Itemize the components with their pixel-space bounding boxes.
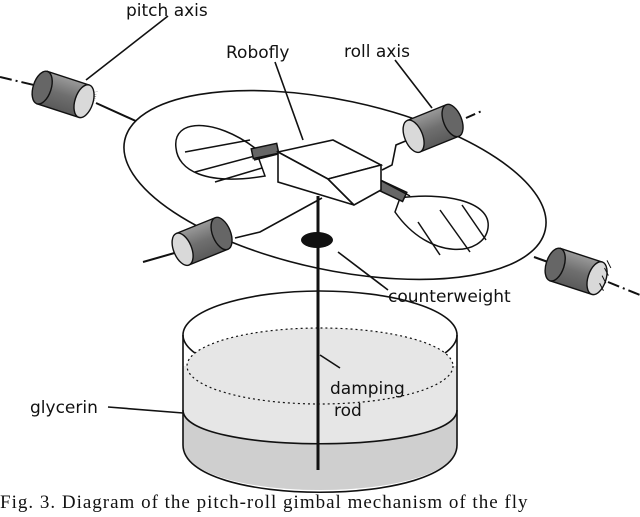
label-pitch-axis: pitch axis [126,1,208,21]
label-damping-rod-line2: rod [334,401,362,421]
label-roll-axis: roll axis [344,42,410,62]
label-damping-rod-line1: damping [330,379,405,399]
support-wires [234,139,409,239]
pitch-bearing-right [544,247,612,296]
wing-hinge-left [250,142,283,161]
counterweight [301,232,333,248]
label-glycerin: glycerin [30,398,98,418]
glycerin-container [182,290,458,494]
right-wing [394,195,489,256]
roll-axis-line [142,109,485,263]
roll-bearing-upper [402,103,464,154]
label-counterweight: counterweight [388,287,511,307]
label-robofly: Robofly [226,43,289,63]
left-wing [175,124,267,183]
leader-lines [85,15,433,414]
pitch-bearing-left [31,70,98,119]
roll-bearing-lower [171,216,233,267]
figure-caption: Fig. 3. Diagram of the pitch-roll gimbal… [0,492,529,513]
pitch-axis-line [0,76,640,296]
robofly-body [275,139,384,206]
